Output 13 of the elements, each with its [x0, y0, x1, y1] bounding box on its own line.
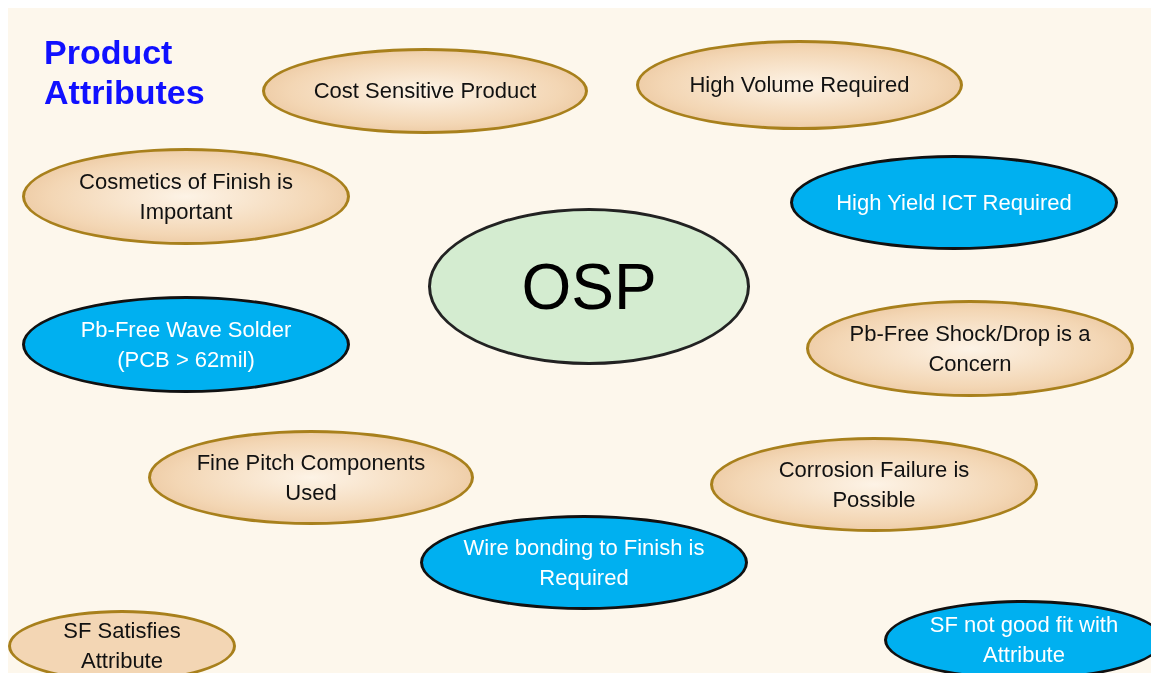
node-text: Cost Sensitive Product [312, 77, 538, 105]
legend-text: SF Satisfies Attribute [62, 617, 182, 673]
node-text: Fine Pitch Components Used [195, 448, 427, 507]
node-text: Cosmetics of Finish is Important [78, 167, 294, 226]
node-text: Pb-Free Shock/Drop is a Concern [848, 319, 1092, 378]
node-text: Corrosion Failure is Possible [777, 455, 971, 514]
legend-text: SF not good fit with Attribute [928, 611, 1120, 669]
node-text: OSP [520, 251, 658, 322]
node-text: High Volume Required [688, 71, 911, 99]
node-text: Wire bonding to Finish is Required [462, 533, 706, 592]
node-text: Pb-Free Wave Solder (PCB > 62mil) [79, 315, 293, 374]
diagram-title: Product Attributes [44, 32, 206, 112]
node-text: High Yield ICT Required [835, 188, 1073, 217]
